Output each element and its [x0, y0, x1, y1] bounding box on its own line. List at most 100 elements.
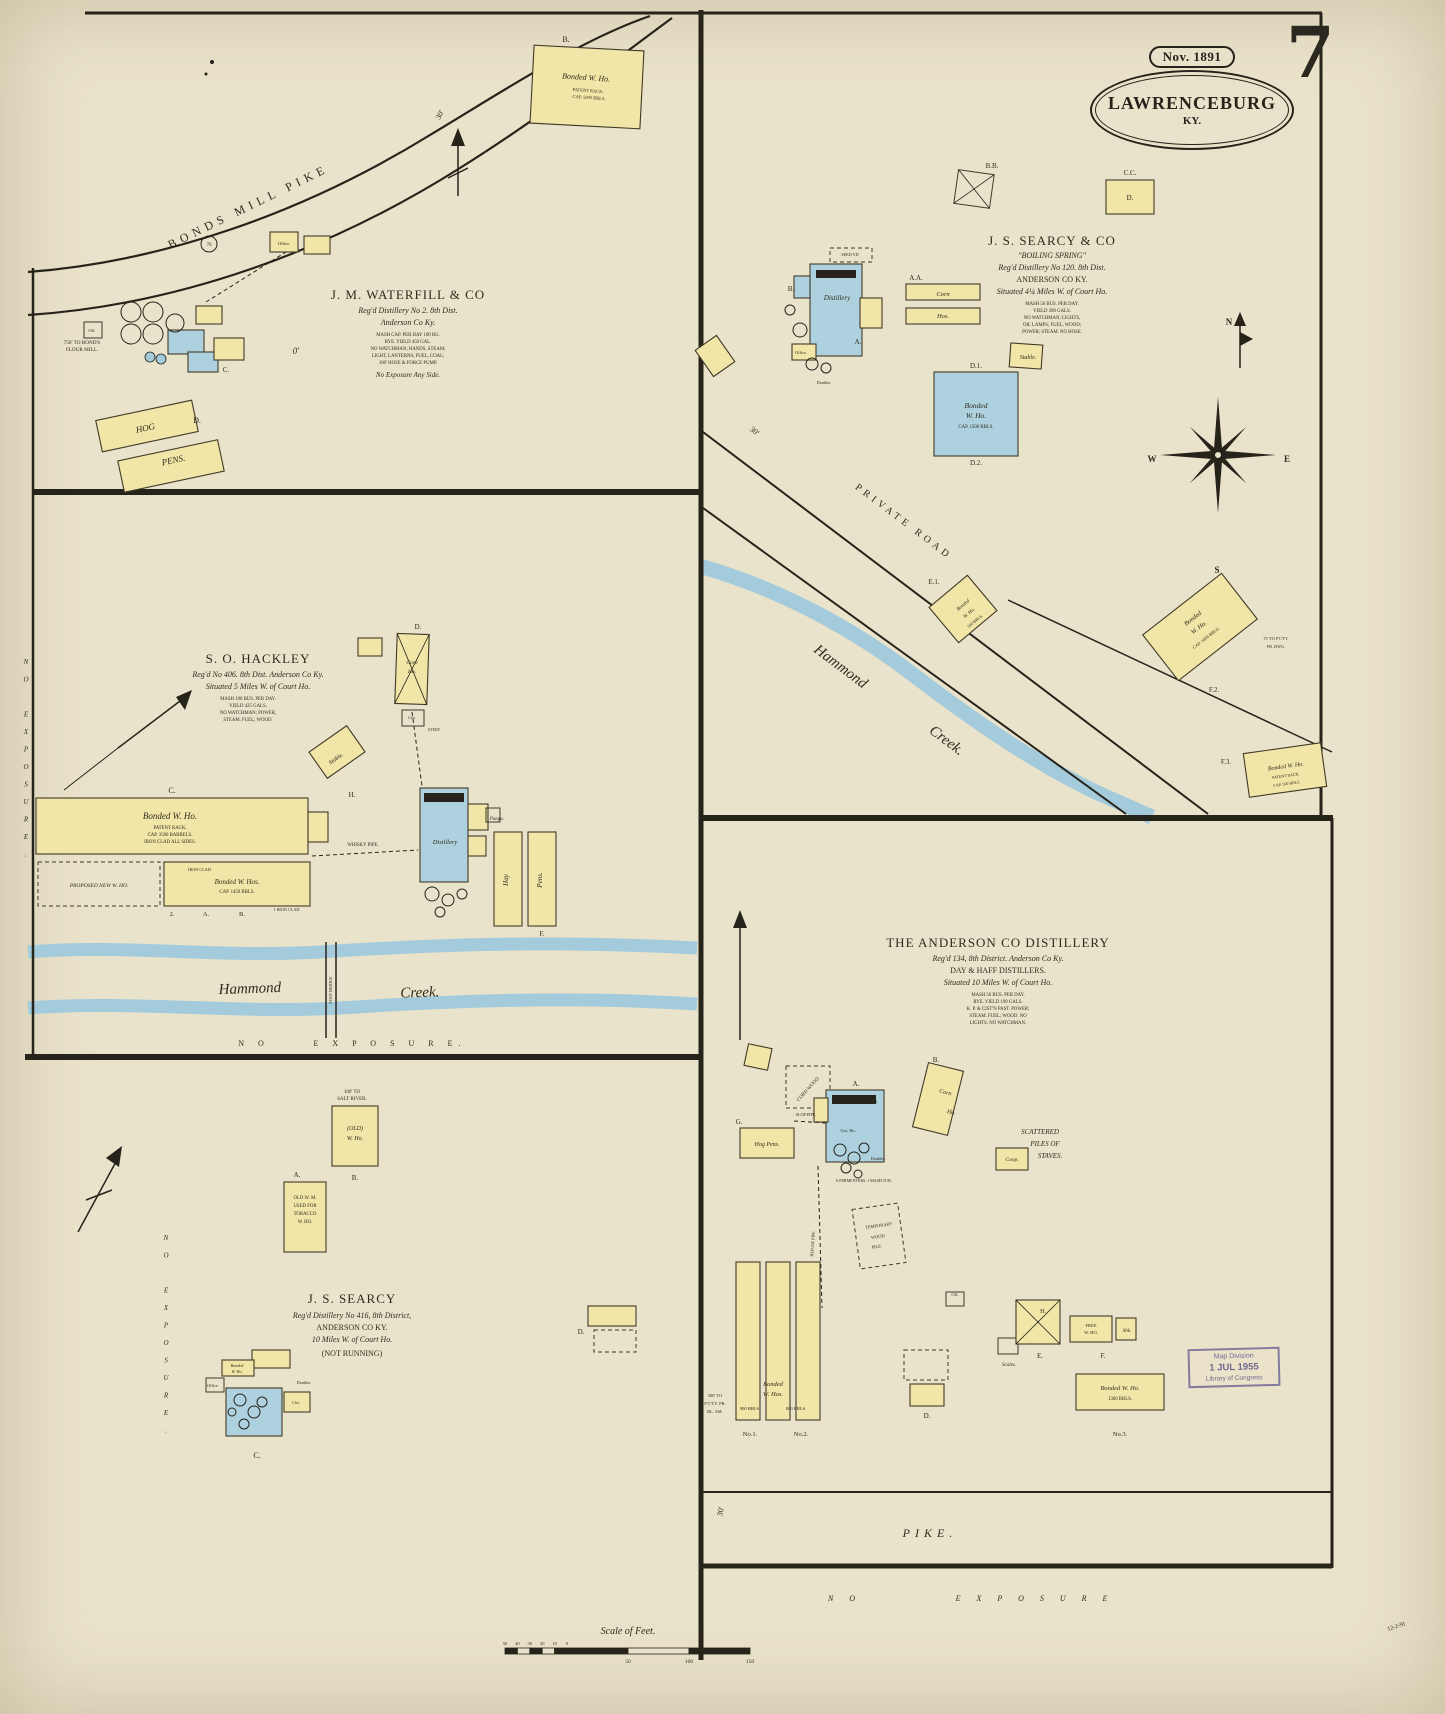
map-label: C.: [253, 1451, 260, 1460]
map-label: B.B.: [986, 162, 999, 170]
map-label: Distillery: [823, 294, 851, 302]
map-label: J. S. SEARCY & CO: [988, 233, 1116, 248]
map-label: YIELD 425 GALS.: [229, 704, 267, 709]
cistern-house: [283, 1391, 311, 1413]
map-label: Corn: [936, 291, 949, 298]
map-label: E.1.: [928, 578, 940, 586]
compass-north-head: [1234, 312, 1246, 326]
map-label: Bonded W. Ho.: [143, 811, 197, 821]
map-label: OIL LAMPS; FUEL, WOOD;: [1023, 323, 1081, 328]
shed: [303, 235, 331, 255]
map-label: 2.: [170, 911, 175, 918]
map-label: Cist.: [292, 1400, 300, 1405]
map-label: B.: [933, 1056, 940, 1064]
tobacco-warehouse: [283, 1181, 327, 1253]
map-label: D.2.: [970, 459, 982, 467]
distillery: [809, 263, 863, 357]
scale-tick: 100: [685, 1659, 694, 1665]
map-label: (OLD): [347, 1125, 363, 1132]
stamp-owner: Library of Congress: [1205, 1374, 1263, 1383]
tank-house: [251, 1349, 291, 1369]
map-label: A.: [294, 1171, 301, 1179]
stable: [1008, 342, 1044, 370]
distillery: [225, 1387, 283, 1437]
map-line: [311, 849, 419, 857]
title-badge: Nov. 1891 LAWRENCEBURG KY.: [1090, 46, 1294, 150]
still-house: [187, 351, 219, 373]
tank: [441, 893, 455, 907]
map-label: FLOUR MILL.: [66, 347, 98, 353]
map-label: Stable.: [1020, 355, 1037, 361]
map-label: Hog Pens.: [754, 1142, 780, 1148]
scale-tick: 10: [552, 1641, 557, 1646]
map-label: Cist. Ho.: [840, 1128, 855, 1133]
map-label: D.1.: [970, 362, 982, 370]
map-label: N O: [827, 1594, 862, 1603]
bonded-warehouse-2: [795, 1261, 821, 1421]
map-label: Reg'd Distillery No 416, 8th District,: [292, 1311, 411, 1320]
map-line: [63, 747, 119, 791]
lane-edge: [1007, 599, 1333, 753]
map-label: Creek.: [400, 984, 440, 1001]
roof-bar: [832, 1095, 876, 1104]
map-label: Reg'd No 406. 8th Dist. Anderson Co Ky.: [191, 670, 323, 679]
map-label: A.: [203, 911, 210, 918]
shack: [1115, 1317, 1137, 1341]
map-line: [85, 1189, 113, 1201]
map-label: 10 Miles W. of Court Ho.: [312, 1335, 392, 1344]
map-label: NO WATCHMAN; LIGHTS,: [1024, 316, 1081, 321]
shed: [587, 1305, 637, 1327]
map-label: Office.: [207, 1383, 219, 1388]
map-label: Office.: [795, 350, 807, 355]
map-label: No.1.: [743, 1431, 758, 1438]
tank: [833, 1143, 847, 1157]
stave-pile: [953, 169, 995, 209]
map-label: Corn: [406, 660, 418, 666]
map-label: Anderson Co Ky.: [380, 318, 435, 327]
shed: [213, 337, 245, 361]
tank: [820, 362, 832, 374]
wood-pile: [851, 1202, 907, 1270]
tank: [155, 353, 167, 365]
map-line: [205, 251, 287, 303]
shed: [743, 1043, 773, 1071]
map-label: F.: [539, 930, 544, 938]
map-label: C.: [223, 366, 230, 374]
map-label: (NOT RUNNING): [322, 1349, 383, 1358]
tank: [434, 906, 446, 918]
seed-yard: [829, 247, 873, 263]
compass-rose: [1160, 397, 1276, 513]
map-label: D.: [415, 623, 422, 631]
map-label: 70: [207, 243, 213, 248]
map-label: FREE: [1085, 1323, 1096, 1328]
mill: [167, 329, 205, 355]
shed: [859, 297, 883, 329]
map-label: PATENT RACK.: [1272, 771, 1300, 780]
map-label: PILE.: [871, 1243, 882, 1249]
shed: [1105, 179, 1155, 215]
city-oval: LAWRENCEBURG KY.: [1090, 70, 1294, 150]
corn-house: [911, 1061, 965, 1137]
office: [945, 1291, 965, 1307]
cooper-shop: [995, 1147, 1029, 1171]
shed: [593, 1329, 637, 1353]
map-label: No Exposure Any Side.: [375, 371, 440, 379]
roof-bar: [424, 793, 464, 802]
pump-house: [485, 807, 501, 823]
map-line: [117, 697, 185, 749]
map-label: Pumps.: [489, 817, 504, 822]
tank: [142, 323, 164, 345]
map-label: Bonded: [965, 401, 988, 410]
shed: [903, 1349, 949, 1381]
map-label: 30': [434, 108, 447, 121]
map-label: CAP. 500 BBLS.: [1273, 779, 1301, 788]
map-label: D.: [924, 1412, 931, 1420]
tank: [840, 1162, 852, 1174]
bonded-warehouses: [163, 861, 311, 907]
bonded-warehouse-d1: [933, 371, 1019, 457]
map-label: Creek.: [926, 723, 967, 759]
scale-tick: 20: [540, 1641, 545, 1646]
hog-pen: [95, 399, 199, 453]
free-warehouse: [1069, 1315, 1113, 1343]
